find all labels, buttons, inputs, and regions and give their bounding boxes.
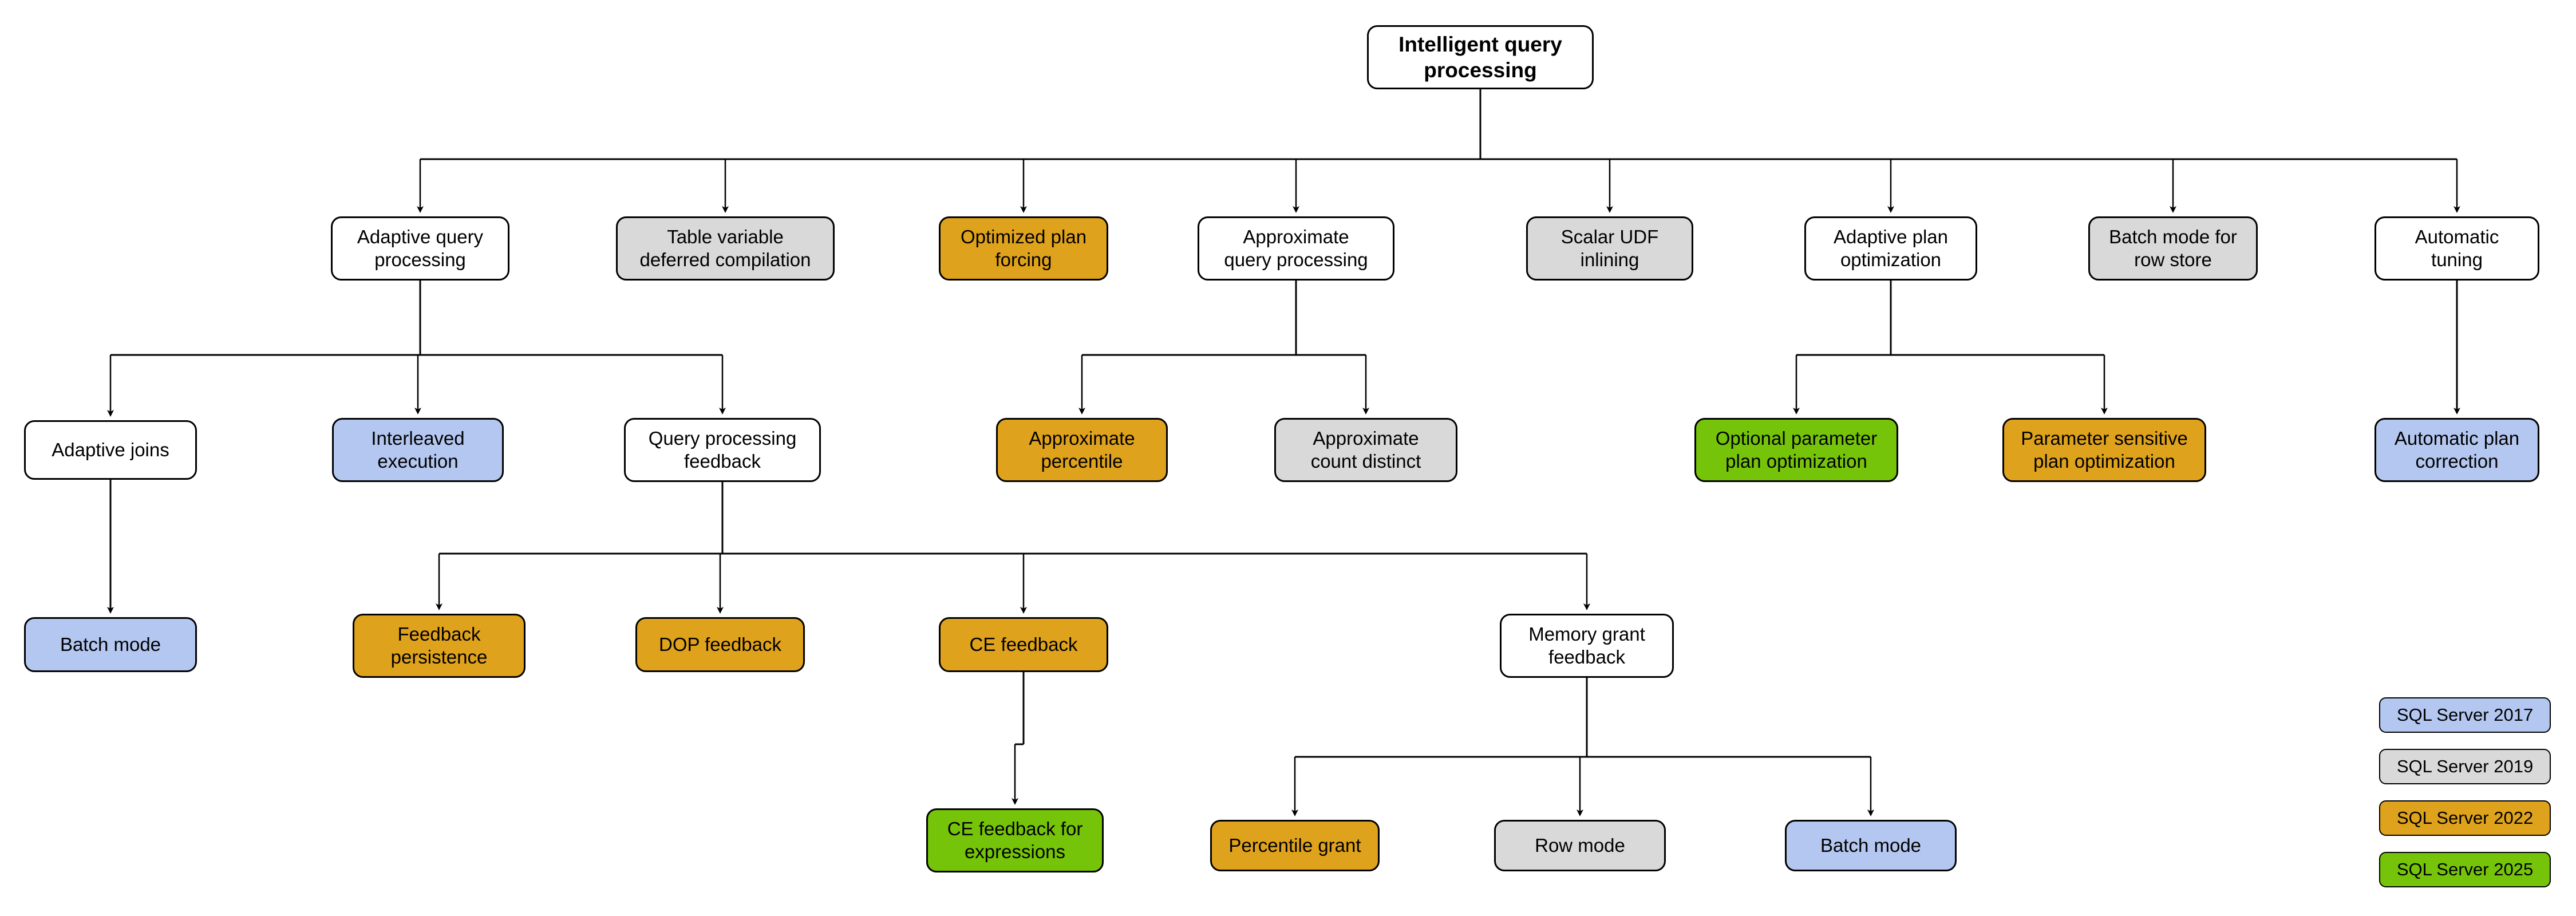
node-apct[interactable]: Approximate percentile [996,418,1168,482]
node-pspo[interactable]: Parameter sensitive plan optimization [2002,418,2206,482]
node-bmrs[interactable]: Batch mode for row store [2088,216,2258,281]
node-dopfb[interactable]: DOP feedback [635,617,805,672]
legend-item-sql-server-2019: SQL Server 2019 [2379,749,2551,784]
node-ajoins[interactable]: Adaptive joins [24,420,197,480]
node-bmode1[interactable]: Batch mode [24,617,197,672]
node-cefb[interactable]: CE feedback [939,617,1108,672]
legend-item-sql-server-2022: SQL Server 2022 [2379,800,2551,836]
node-qpf[interactable]: Query processing feedback [624,418,821,482]
node-apcorr[interactable]: Automatic plan correction [2374,418,2539,482]
node-opf[interactable]: Optimized plan forcing [939,216,1108,281]
node-autotune[interactable]: Automatic tuning [2374,216,2539,281]
node-apo[interactable]: Adaptive plan optimization [1804,216,1977,281]
node-oppo[interactable]: Optional parameter plan optimization [1694,418,1898,482]
node-cefbexpr[interactable]: CE feedback for expressions [926,808,1104,872]
legend-item-sql-server-2017: SQL Server 2017 [2379,697,2551,733]
legend-item-sql-server-2025: SQL Server 2025 [2379,852,2551,887]
node-tvdc[interactable]: Table variable deferred compilation [616,216,835,281]
node-apq[interactable]: Approximate query processing [1198,216,1394,281]
node-aqp[interactable]: Adaptive query processing [331,216,509,281]
node-rowmode[interactable]: Row mode [1494,820,1666,871]
node-sudf[interactable]: Scalar UDF inlining [1526,216,1693,281]
node-ilexec[interactable]: Interleaved execution [332,418,504,482]
node-root[interactable]: Intelligent query processing [1367,25,1594,89]
node-pctgrant[interactable]: Percentile grant [1210,820,1380,871]
node-fbpers[interactable]: Feedback persistence [353,614,526,678]
node-mgfb[interactable]: Memory grant feedback [1500,614,1674,678]
node-acdist[interactable]: Approximate count distinct [1274,418,1457,482]
node-bmode2[interactable]: Batch mode [1785,820,1957,871]
